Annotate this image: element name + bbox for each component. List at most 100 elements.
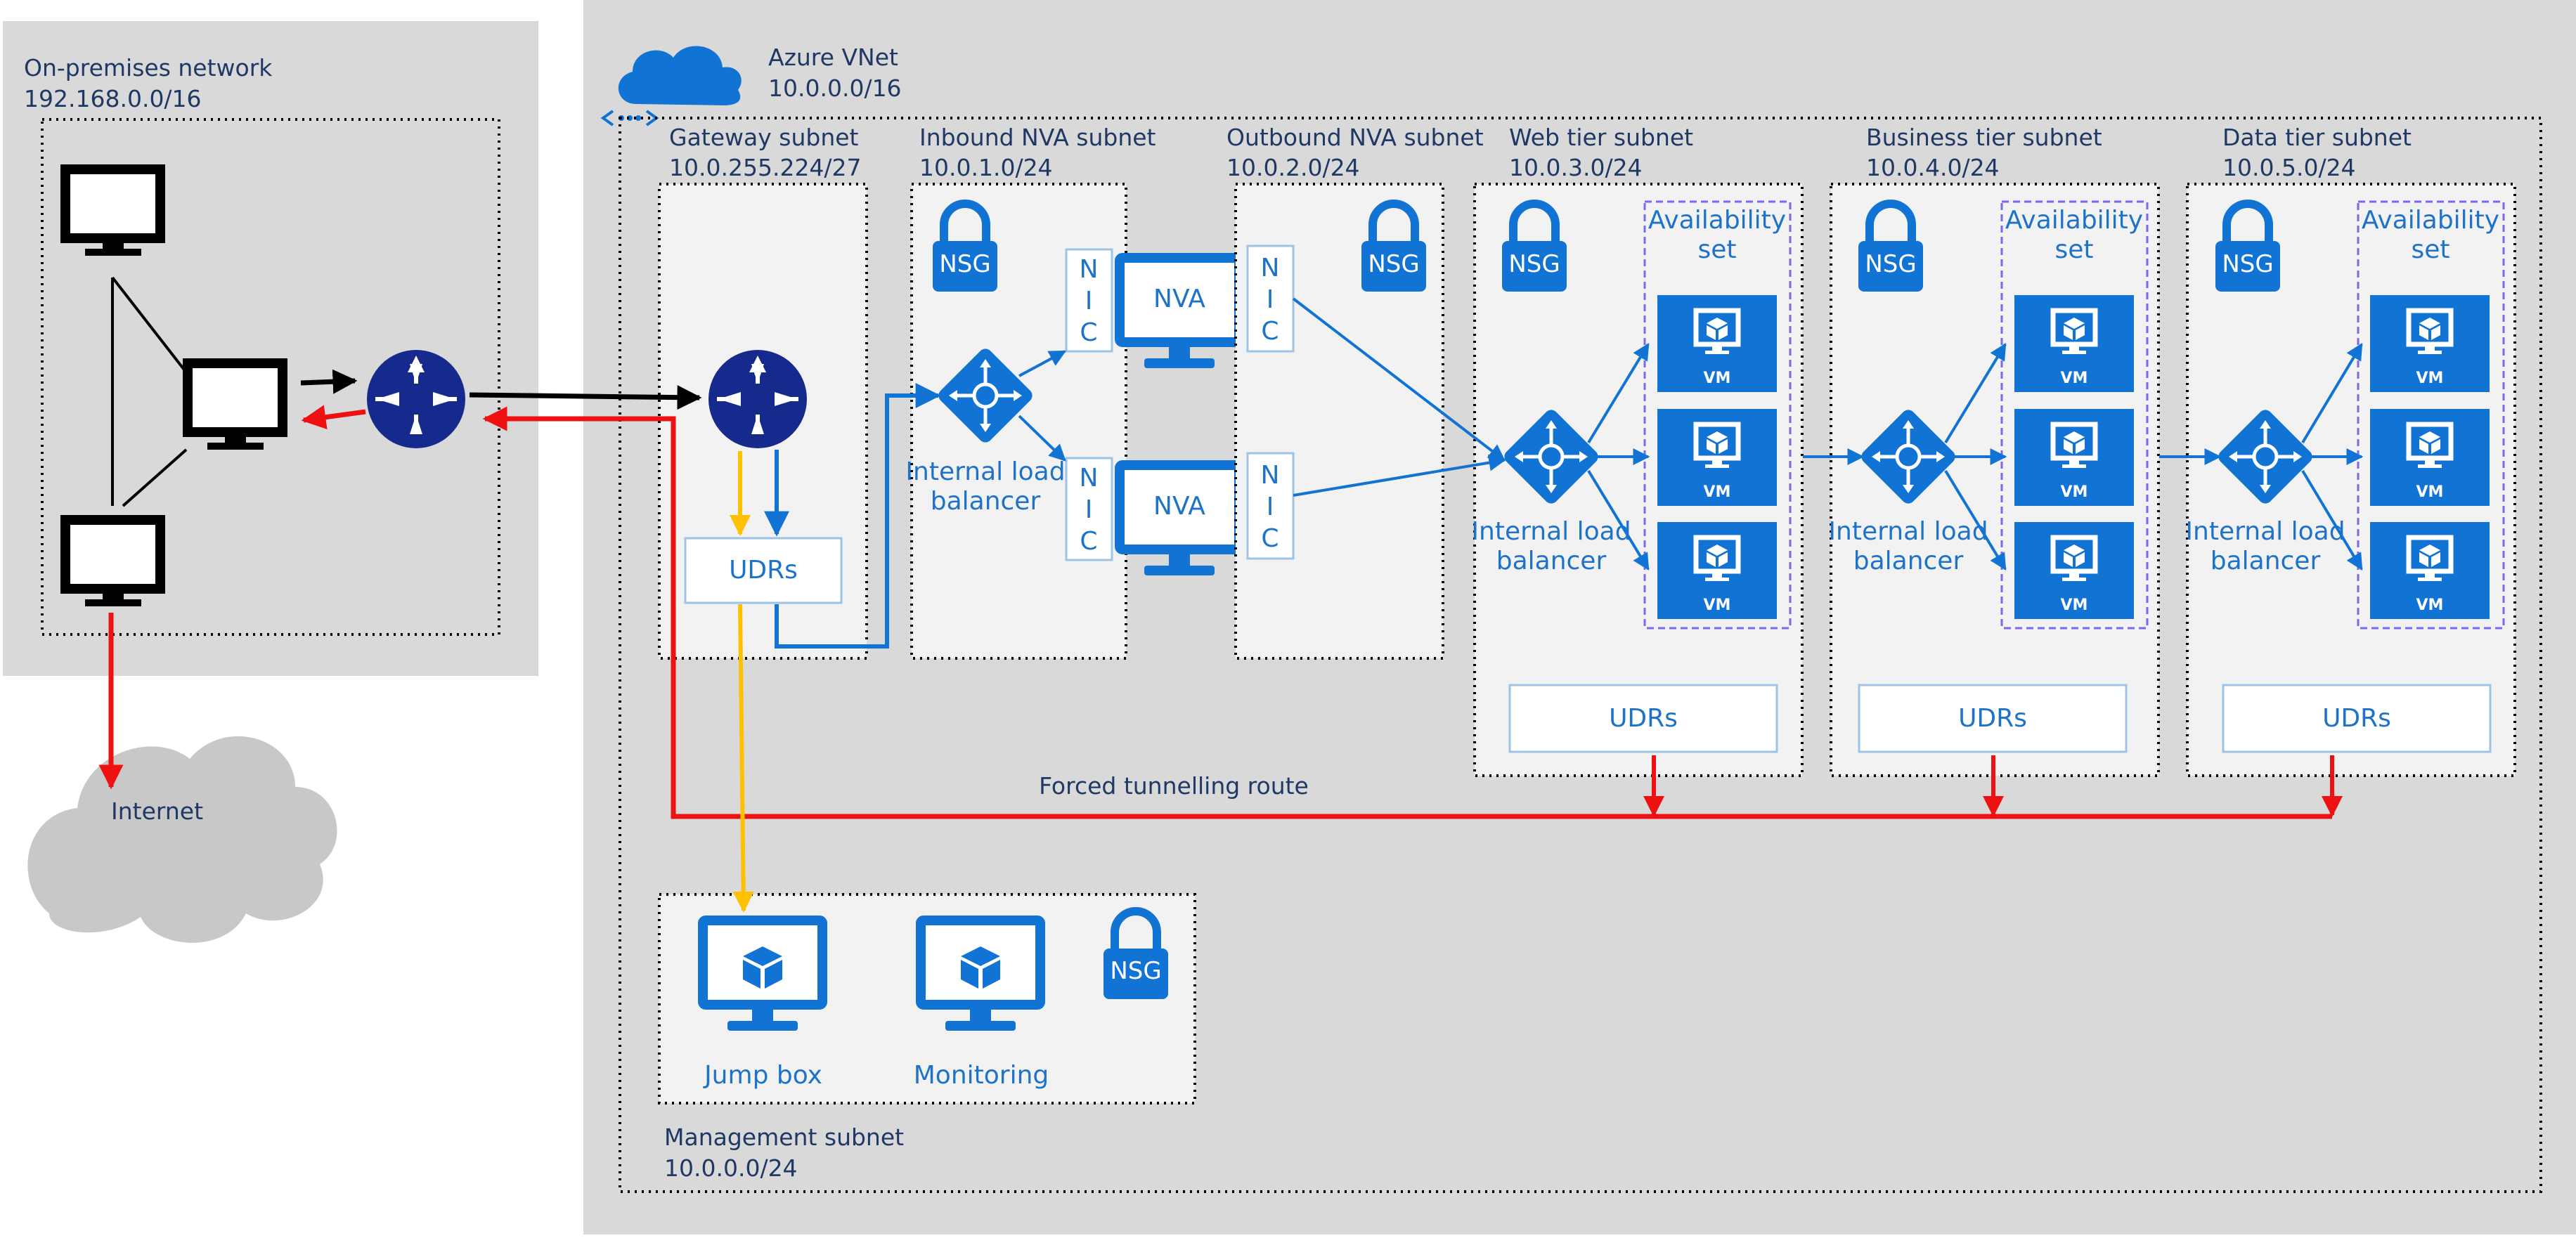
monitor-icon	[65, 520, 160, 606]
monitoring-label: Monitoring	[914, 1061, 1049, 1090]
svg-text:I: I	[1085, 495, 1093, 524]
vm-label: VM	[2416, 370, 2444, 387]
svg-text:N: N	[1261, 461, 1280, 490]
vnet-title: Azure VNet	[768, 44, 898, 71]
svg-text:C: C	[1261, 524, 1279, 553]
business-tier-subnet: Business tier subnet 10.0.4.0/24 NSG Int…	[1828, 124, 2160, 777]
inbound-subnet-name: Inbound NVA subnet	[919, 124, 1156, 151]
vm-label: VM	[2061, 370, 2088, 387]
management-subnet: NSG Jump box Monitoring Management subne…	[658, 893, 1196, 1182]
svg-text:I: I	[1267, 493, 1274, 521]
cloud-icon	[27, 736, 337, 943]
outbound-nva-subnet: Outbound NVA subnet 10.0.2.0/24 NSG N I …	[1226, 124, 1484, 660]
vm-label: VM	[2061, 483, 2088, 501]
vm-label: VM	[1704, 483, 1731, 501]
forced-tunnelling-label: Forced tunnelling route	[1039, 772, 1309, 800]
management-subnet-cidr: 10.0.0.0/24	[664, 1154, 798, 1182]
data-subnet-name: Data tier subnet	[2222, 124, 2412, 151]
route-arrow	[2301, 342, 2363, 444]
nic-box: N I C	[1065, 457, 1113, 561]
availability-set	[1643, 200, 1792, 630]
router-icon	[708, 350, 807, 448]
business-udr-label: UDRs	[1958, 704, 2027, 733]
svg-text:N: N	[1080, 255, 1099, 284]
data-lb-line2: balancer	[2211, 547, 2321, 575]
route-arrow	[1018, 350, 1067, 377]
route-arrow	[1587, 342, 1650, 444]
outbound-subnet-cidr: 10.0.2.0/24	[1226, 154, 1360, 181]
route-arrow	[301, 405, 366, 430]
web-subnet-cidr: 10.0.3.0/24	[1509, 154, 1643, 181]
svg-text:C: C	[1080, 318, 1097, 347]
web-lb-line2: balancer	[1496, 547, 1607, 575]
web-avail-line2: set	[1697, 235, 1736, 264]
availability-set	[2357, 200, 2505, 630]
nva-label: NVA	[1153, 492, 1205, 521]
onprem-link	[122, 448, 188, 507]
data-lb-line1: Internal load	[2185, 517, 2345, 546]
business-subnet-cidr: 10.0.4.0/24	[1866, 154, 2000, 181]
monitor-icon	[65, 169, 160, 256]
route-arrow	[1944, 469, 2007, 571]
vm-label: VM	[2416, 483, 2444, 501]
nsg-label: NSG	[1508, 250, 1560, 278]
gateway-subnet-cidr: 10.0.255.224/27	[669, 154, 862, 181]
outbound-subnet-name: Outbound NVA subnet	[1226, 124, 1484, 151]
nic-box: N I C	[1246, 245, 1295, 353]
nsg-label: NSG	[1865, 250, 1916, 278]
gateway-subnet-name: Gateway subnet	[669, 124, 859, 151]
business-lb-line2: balancer	[1853, 547, 1964, 575]
route-arrow	[300, 369, 358, 394]
svg-text:C: C	[1080, 527, 1097, 556]
route-arrow	[1587, 469, 1650, 571]
cloud-icon	[618, 46, 742, 105]
route-arrow	[2301, 469, 2363, 571]
web-tier-subnet: Web tier subnet 10.0.3.0/24 NSG Internal…	[1471, 124, 1804, 777]
business-lb-line1: Internal load	[1828, 517, 1988, 546]
vm-label: VM	[1704, 370, 1731, 387]
vm-label: VM	[2061, 597, 2088, 614]
svg-text:I: I	[1267, 285, 1274, 314]
svg-text:C: C	[1261, 317, 1279, 346]
route-arrow	[775, 383, 941, 649]
route-arrow	[1018, 415, 1066, 462]
nic-box: N I C	[1065, 248, 1113, 353]
vnet-cidr: 10.0.0.0/16	[768, 74, 902, 102]
management-subnet-name: Management subnet	[664, 1123, 904, 1151]
jumpbox-label: Jump box	[703, 1061, 822, 1090]
svg-text:N: N	[1261, 254, 1280, 282]
business-subnet-name: Business tier subnet	[1866, 124, 2102, 151]
inbound-lb-line2: balancer	[931, 487, 1041, 516]
inbound-nva-subnet: Inbound NVA subnet 10.0.1.0/24 NSG Inter…	[905, 124, 1156, 660]
route-arrow	[469, 385, 702, 410]
nva-label: NVA	[1153, 285, 1205, 313]
business-udr-box	[1858, 684, 2128, 753]
web-udr-box	[1508, 684, 1778, 753]
onprem-panel: On-premises network 192.168.0.0/16 Inter…	[3, 21, 538, 943]
gateway-udr-label: UDRs	[729, 556, 798, 585]
nsg-label: NSG	[1368, 250, 1419, 278]
route-arrow	[1293, 454, 1506, 497]
forced-tunnel-route	[482, 406, 2332, 819]
vm-label: VM	[1704, 597, 1731, 614]
data-udr-label: UDRs	[2322, 704, 2391, 733]
svg-text:I: I	[1085, 287, 1093, 315]
nsg-label: NSG	[939, 250, 990, 278]
data-avail-line1: Availability	[2362, 206, 2499, 235]
web-udr-label: UDRs	[1609, 704, 1678, 733]
onprem-title: On-premises network	[24, 54, 273, 82]
inbound-subnet-cidr: 10.0.1.0/24	[919, 154, 1053, 181]
web-lb-line1: Internal load	[1471, 517, 1631, 546]
onprem-cidr: 192.168.0.0/16	[24, 85, 202, 112]
router-icon	[367, 350, 465, 448]
web-subnet-name: Web tier subnet	[1509, 124, 1693, 151]
nsg-label: NSG	[2222, 250, 2273, 278]
data-tier-subnet: Data tier subnet 10.0.5.0/24 NSG Interna…	[2185, 124, 2516, 777]
nsg-label: NSG	[1110, 957, 1161, 985]
nic-box: N I C	[1246, 452, 1295, 560]
vm-label: VM	[2416, 597, 2444, 614]
route-arrow	[732, 604, 754, 913]
data-avail-line2: set	[2411, 235, 2449, 264]
gateway-udr-box	[684, 537, 843, 604]
